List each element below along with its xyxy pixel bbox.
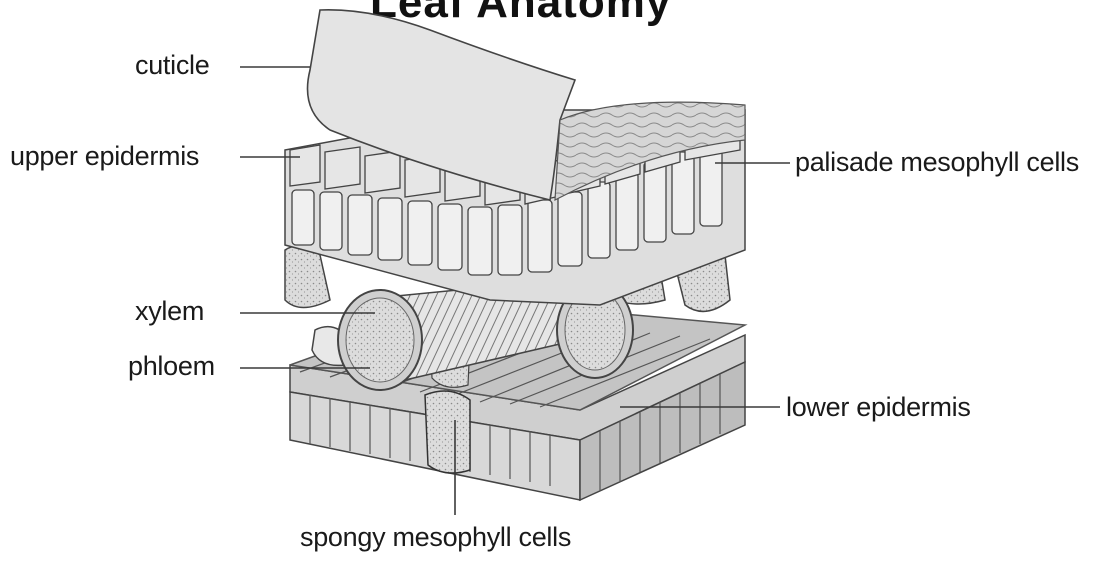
label-spongy-mesophyll-cells: spongy mesophyll cells: [300, 524, 571, 551]
label-lower-epidermis: lower epidermis: [786, 394, 971, 421]
label-palisade-mesophyll-cells: palisade mesophyll cells: [795, 149, 1079, 176]
label-xylem: xylem: [135, 298, 204, 325]
label-upper-epidermis: upper epidermis: [10, 143, 199, 170]
label-cuticle: cuticle: [135, 52, 209, 79]
label-phloem: phloem: [128, 353, 215, 380]
